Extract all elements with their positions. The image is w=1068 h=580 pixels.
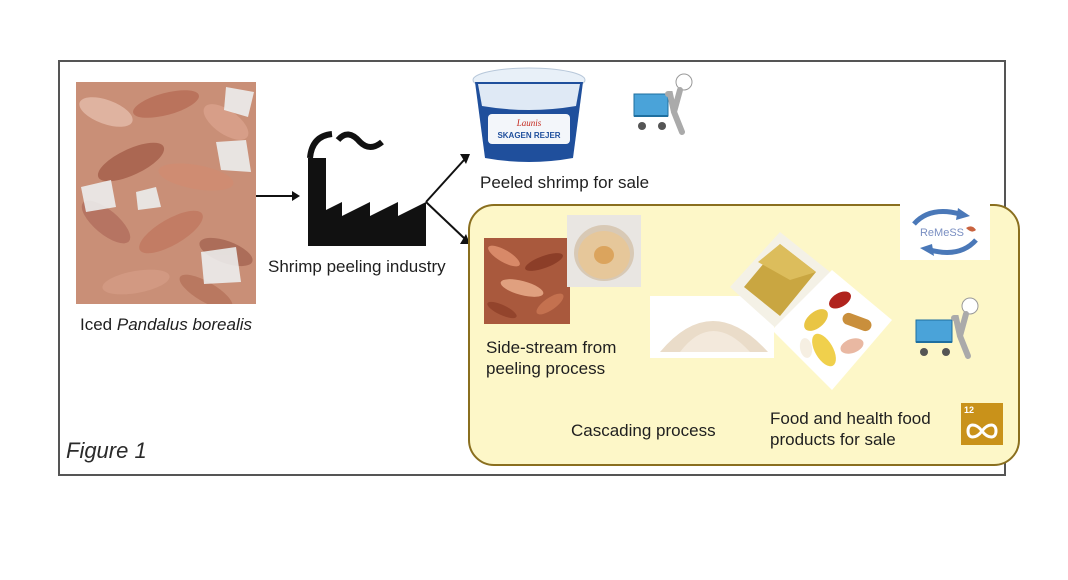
main-product-label: Peeled shrimp for sale xyxy=(480,173,650,192)
sdg-number: 12 xyxy=(964,405,975,415)
raw-material-label: Iced Pandalus borealis xyxy=(80,315,253,334)
industry-label: Shrimp peeling industry xyxy=(268,257,446,276)
arrow-to-factory xyxy=(256,191,300,201)
remess-logo: ReMeSS xyxy=(900,204,990,260)
gelatin-cube-photo xyxy=(730,232,830,332)
arrows-from-factory xyxy=(425,154,470,244)
shopping-cart-icon-2 xyxy=(915,297,979,359)
shopping-cart-icon xyxy=(633,73,693,135)
shrimp-tub-image: Launis SKAGEN REJER xyxy=(470,66,588,166)
factory-icon xyxy=(307,131,426,246)
iced-shrimp-photo xyxy=(76,82,256,304)
side-stream-photo xyxy=(484,238,570,324)
hydrolysate-photo xyxy=(567,215,641,287)
tub-brand-text: Launis xyxy=(516,118,542,128)
sdg-12-logo: 12 xyxy=(961,403,1003,445)
health-products-label: Food and health food products for sale xyxy=(770,409,931,449)
figure-label: Figure 1 xyxy=(66,438,147,463)
capsules-photo xyxy=(772,270,892,390)
remess-logo-text: ReMeSS xyxy=(920,227,964,239)
side-stream-label: Side-stream from peeling process xyxy=(486,338,617,378)
cascade-label: Cascading process xyxy=(571,421,716,440)
tub-product-text: SKAGEN REJER xyxy=(497,131,560,140)
